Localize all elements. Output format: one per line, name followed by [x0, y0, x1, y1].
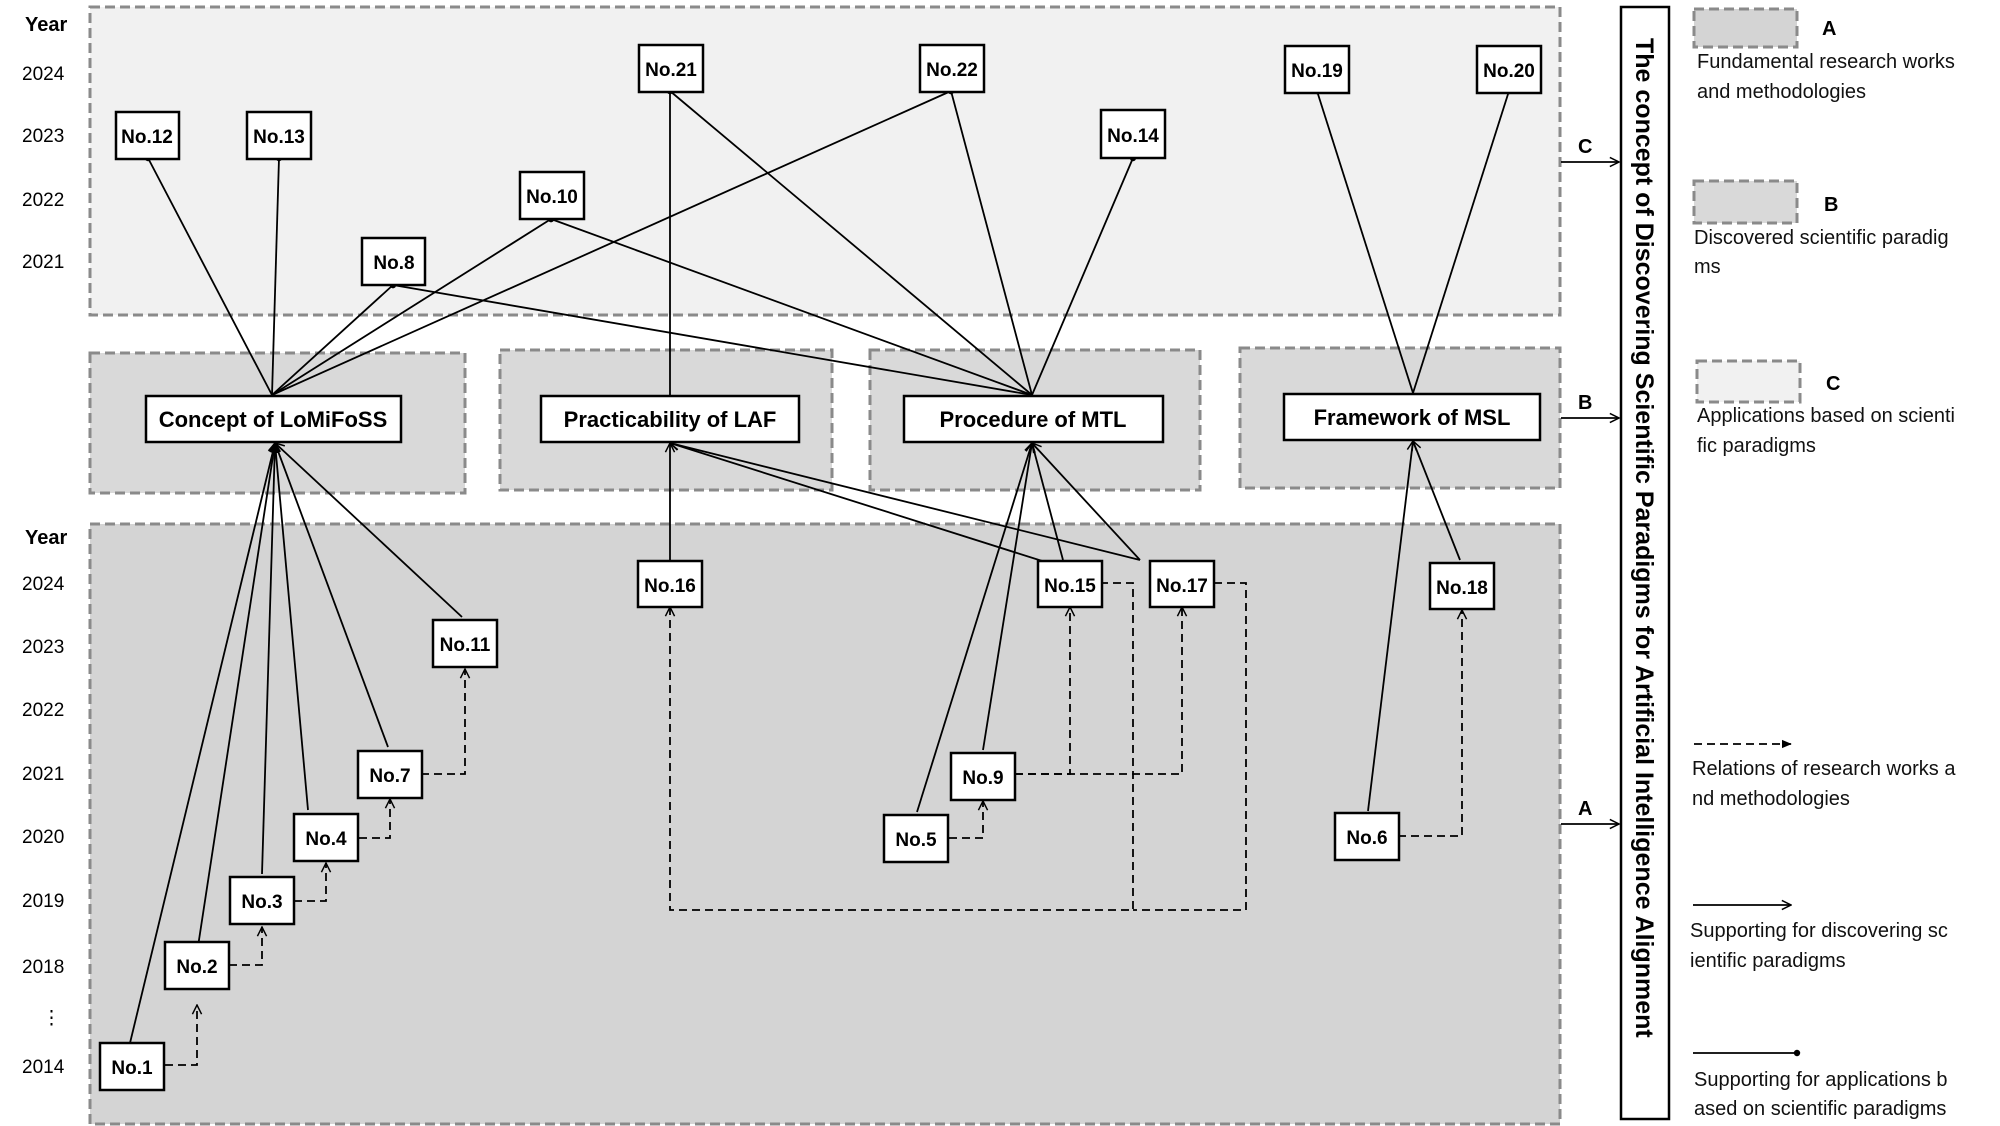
legend-key-b: B [1824, 194, 1838, 216]
legend-text-dot-line1: Supporting for applications b [1694, 1069, 1948, 1091]
work-box-no7: No.7 [356, 749, 424, 800]
year-label: 2020 [22, 827, 64, 848]
work-box-no1: No.1 [98, 1041, 166, 1092]
svg-text:No.16: No.16 [644, 576, 696, 597]
layer-c-arrow: C [1561, 136, 1619, 162]
legend-key-a: A [1822, 18, 1836, 40]
year-label: 2021 [22, 764, 64, 785]
legend-swatch-a [1692, 7, 1799, 49]
work-box-no4: No.4 [292, 812, 360, 863]
svg-text:No.22: No.22 [926, 60, 978, 81]
year-label: 2023 [22, 126, 64, 147]
work-box-no20: No.20 [1475, 44, 1543, 95]
svg-text:No.6: No.6 [1346, 828, 1387, 849]
svg-text:A: A [1578, 798, 1592, 820]
legend-swatch-b [1692, 179, 1799, 225]
year-label: 2024 [22, 64, 65, 85]
layer-b-arrow: B [1561, 392, 1619, 418]
paradigm-label-laf: Practicability of LAF [564, 407, 777, 432]
svg-text:B: B [1578, 392, 1592, 414]
svg-text:No.3: No.3 [241, 892, 282, 913]
work-box-no14: No.14 [1099, 108, 1167, 160]
year-label: 2019 [22, 891, 64, 912]
year-label: 2022 [22, 190, 64, 211]
work-box-no17: No.17 [1148, 559, 1216, 609]
work-box-no22: No.22 [918, 43, 986, 94]
svg-text:No.7: No.7 [369, 766, 410, 787]
svg-text:No.5: No.5 [895, 830, 937, 851]
work-box-no2: No.2 [163, 940, 231, 991]
work-box-no10: No.10 [518, 170, 586, 221]
work-box-no21: No.21 [637, 43, 705, 94]
paradigm-box-lomifoss [144, 394, 403, 444]
paradigm-label-lomifoss: Concept of LoMiFoSS [159, 407, 388, 432]
legend-text-solid-line2: ientific paradigms [1690, 950, 1846, 972]
work-box-no12: No.12 [114, 110, 181, 161]
svg-text:No.1: No.1 [111, 1058, 153, 1079]
legend-text-b-line2: ms [1694, 256, 1721, 278]
year-label: 2014 [22, 1057, 65, 1078]
work-box-no18: No.18 [1428, 561, 1496, 611]
svg-text:No.9: No.9 [962, 768, 1003, 789]
supporting-arrows [129, 441, 1461, 1044]
svg-text:No.21: No.21 [645, 60, 697, 81]
svg-text:No.8: No.8 [373, 253, 414, 274]
diagram-title: The concept of Discovering Scientific Pa… [1630, 38, 1658, 1038]
year-label: 2018 [22, 957, 64, 978]
work-box-no5: No.5 [882, 813, 950, 864]
work-box-no6: No.6 [1333, 811, 1401, 862]
legend-key-c: C [1826, 373, 1840, 395]
legend-text-c-line1: Applications based on scienti [1697, 405, 1955, 427]
legend-text-b-line1: Discovered scientific paradig [1694, 227, 1949, 249]
year-label: 2021 [22, 252, 64, 273]
application-lines [144, 87, 1513, 396]
legend-text-solid-line1: Supporting for discovering sc [1690, 920, 1948, 942]
year-label: 2024 [22, 574, 65, 595]
svg-text:No.18: No.18 [1436, 578, 1488, 599]
legend-text-dashed-line1: Relations of research works a [1692, 758, 1956, 780]
legend-text-dot-line2: ased on scientific paradigms [1694, 1098, 1946, 1120]
paradigm-label-msl: Framework of MSL [1314, 405, 1511, 430]
svg-text:No.14: No.14 [1107, 126, 1159, 147]
legend-swatch-c [1695, 359, 1802, 404]
work-box-no8: No.8 [360, 236, 427, 287]
svg-text:No.11: No.11 [440, 635, 491, 656]
title-bar [1619, 5, 1671, 1121]
paradigm-box-msl [1282, 392, 1542, 442]
legend-text-c-line2: fic paradigms [1697, 435, 1816, 457]
svg-text:No.19: No.19 [1291, 61, 1343, 82]
legend-text-a-line1: Fundamental research works [1697, 51, 1955, 73]
svg-text:No.12: No.12 [121, 127, 173, 148]
paradigm-box-mtl [902, 394, 1165, 444]
work-box-no9: No.9 [949, 751, 1017, 802]
work-box-no11: No.11 [431, 618, 499, 669]
work-box-no3: No.3 [228, 875, 296, 926]
paradigm-box-laf [539, 394, 801, 444]
relation-arrows [165, 582, 1462, 1066]
svg-text:No.15: No.15 [1044, 576, 1096, 597]
year-label: 2023 [22, 637, 64, 658]
svg-text:C: C [1578, 136, 1592, 158]
svg-text:No.13: No.13 [253, 127, 305, 148]
svg-text:No.4: No.4 [305, 829, 347, 850]
year-ellipsis: ⋮ [42, 1008, 61, 1029]
legend: A Fundamental research works and methodo… [1690, 7, 1956, 1120]
work-box-no16: No.16 [636, 559, 704, 609]
svg-text:No.10: No.10 [526, 187, 578, 208]
work-box-no19: No.19 [1283, 44, 1351, 95]
legend-text-dashed-line2: nd methodologies [1692, 788, 1850, 810]
year-axis-header-top: Year [25, 14, 67, 36]
work-box-no13: No.13 [245, 110, 313, 161]
work-box-no15: No.15 [1036, 559, 1104, 609]
year-axis-header-bottom: Year [25, 527, 67, 549]
svg-text:No.2: No.2 [176, 957, 217, 978]
layer-a-arrow: A [1561, 798, 1619, 824]
paradigm-label-mtl: Procedure of MTL [939, 407, 1126, 432]
legend-text-a-line2: and methodologies [1697, 81, 1866, 103]
svg-text:No.20: No.20 [1483, 61, 1535, 82]
year-label: 2022 [22, 700, 64, 721]
svg-text:No.17: No.17 [1156, 576, 1208, 597]
